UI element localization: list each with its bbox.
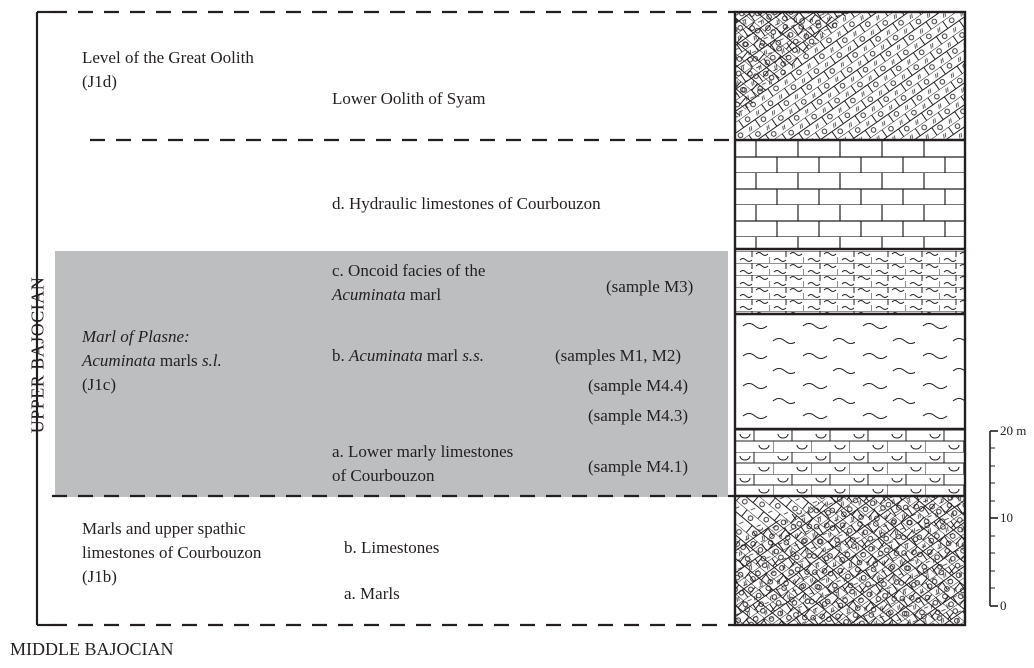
unit-great-oolith-code: (J1d) [82, 72, 117, 91]
unit-plasne-subtitle: Acuminata marls s.l. [82, 351, 222, 370]
sample-m4-3: (sample M4.3) [588, 406, 689, 425]
subunit-j1b-b-limestones: b. Limestones [344, 538, 440, 557]
subunit-lower-oolith: Lower Oolith of Syam [332, 89, 486, 108]
subunit-j1b-a-marls: a. Marls [344, 584, 400, 603]
sample-m4-1: (sample M4.1) [588, 457, 689, 476]
stage-label-upper-bajocian: UPPER BAJOCIAN [27, 276, 48, 434]
unit-j1b-code: (J1b) [82, 567, 117, 586]
subunit-d-hydraulic-limestones: d. Hydraulic limestones of Courbouzon [332, 194, 601, 213]
scale-bar [989, 430, 998, 607]
sample-m4-4: (sample M4.4) [588, 376, 689, 395]
sample-m1-m2: (samples M1, M2) [555, 346, 682, 365]
unit-great-oolith-name: Level of the Great Oolith [82, 48, 254, 67]
subunit-b-acuminata-marl: b. Acuminata marl s.s. [332, 346, 485, 365]
stage-label-middle-bajocian: MIDDLE BAJOCIAN [10, 639, 174, 659]
scale-label-10: 10 [1000, 510, 1013, 525]
subunit-a-line2: of Courbouzon [332, 466, 435, 485]
lithologic-column [733, 10, 967, 627]
unit-plasne-name: Marl of Plasne: [82, 327, 190, 346]
stage-bracket [35, 10, 52, 627]
scale-label-20m: 20 m [1000, 423, 1027, 438]
unit-j1b-line2: limestones of Courbouzon [82, 543, 262, 562]
dashed-boundaries [52, 10, 735, 627]
scale-label-0: 0 [1000, 598, 1007, 613]
subunit-c-line1: c. Oncoid facies of the [332, 261, 486, 280]
unit-j1b-line1: Marls and upper spathic [82, 519, 246, 538]
subunit-c-line2: Acuminata marl [332, 285, 442, 304]
unit-plasne-code: (J1c) [82, 375, 116, 394]
acuminata-marls-shaded-band [55, 251, 728, 497]
sample-m3: (sample M3) [606, 277, 694, 296]
subunit-a-line1: a. Lower marly limestones [332, 442, 514, 461]
